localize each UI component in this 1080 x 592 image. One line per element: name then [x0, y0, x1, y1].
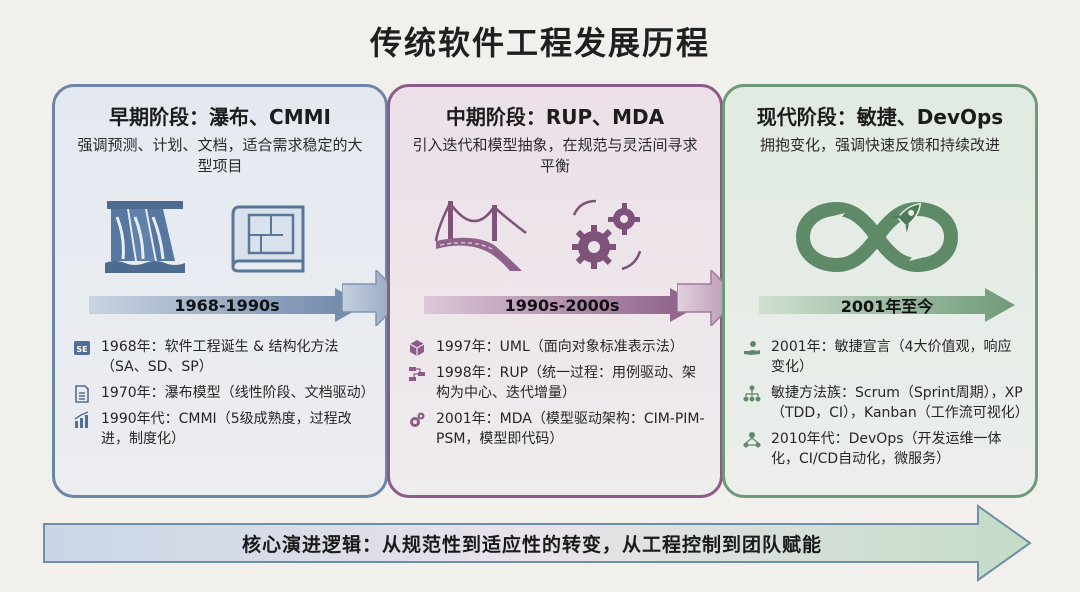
panel-description: 强调预测、计划、文档，适合需求稳定的大型项目 [77, 136, 363, 175]
network-icon [743, 432, 761, 448]
panel-mid: 中期阶段：RUP、MDA 引入迭代和模型抽象，在规范与灵活间寻求平衡 [387, 84, 723, 498]
core-logic-arrow-icon [43, 504, 1032, 582]
panel-description: 拥抱变化，强调快速反馈和持续改进 [759, 136, 1000, 154]
list-item: 2010年代：DevOps（开发运维一体化，CI/CD自动化，微服务） [741, 429, 1023, 469]
panel-title: 早期阶段：瀑布、CMMI [109, 105, 331, 129]
list-item: 2001年：MDA（模型驱动架构：CIM-PIM-PSM，模型即代码） [406, 409, 708, 449]
gears-icon [572, 199, 642, 271]
timeline-label: 2001年至今 [840, 297, 934, 316]
dam-icon [105, 201, 185, 273]
hand-icon [744, 341, 760, 355]
process-icon [409, 367, 425, 381]
panel-title: 中期阶段：RUP、MDA [445, 105, 665, 129]
bridge-icon [434, 201, 527, 271]
page-title: 传统软件工程发展历程 [369, 24, 710, 62]
hierarchy-icon [743, 385, 761, 402]
panel-description: 引入迭代和模型抽象，在规范与灵活间寻求平衡 [412, 136, 698, 175]
blueprint-icon [231, 205, 305, 273]
list-item: 2001年：敏捷宣言（4大价值观，响应变化） [741, 337, 1023, 377]
document-icon [75, 385, 89, 403]
panel-title: 现代阶段：敏捷、DevOps [756, 105, 1004, 129]
list-item: SE 1968年：软件工程诞生 & 结构化方法（SA、SD、SP） [71, 337, 373, 377]
panel-illustration [390, 195, 720, 275]
panel-illustration [55, 195, 385, 275]
cube-icon [409, 340, 425, 356]
timeline-label: 1968-1990s [174, 295, 280, 315]
bar-chart-icon [74, 411, 89, 428]
panel-illustration [725, 195, 1035, 275]
infinity-rocket-icon [795, 201, 959, 273]
svg-text:SE: SE [76, 345, 87, 354]
panel-modern: 现代阶段：敏捷、DevOps 拥抱变化，强调快速反馈和持续改进 2001年至今 … [722, 84, 1038, 498]
timeline-label: 1990s-2000s [504, 295, 620, 315]
list-item: 敏捷方法族：Scrum（Sprint周期），XP（TDD，CI），Kanban（… [741, 383, 1029, 423]
gear-icon [410, 412, 425, 427]
panel-early: 早期阶段：瀑布、CMMI 强调预测、计划、文档，适合需求稳定的大型项目 1968… [52, 84, 388, 498]
timeline-band: 2001年至今 [759, 288, 1015, 322]
list-item: 1997年：UML（面向对象标准表示法） [406, 337, 708, 357]
list-item: 1970年：瀑布模型（线性阶段、文档驱动） [71, 383, 375, 403]
core-logic-banner: 核心演进逻辑：从规范性到适应性的转变，从工程控制到团队赋能 [42, 504, 1032, 582]
list-item: 1998年：RUP（统一过程：用例驱动、架构为中心、迭代增量） [406, 363, 708, 403]
core-logic-text: 核心演进逻辑：从规范性到适应性的转变，从工程控制到团队赋能 [241, 533, 822, 556]
list-item: 1990年代：CMMI（5级成熟度，过程改进，制度化） [71, 409, 373, 449]
timeline-band: 1990s-2000s [424, 288, 700, 322]
se-badge-icon: SE [74, 341, 90, 355]
timeline-band: 1968-1990s [89, 288, 365, 322]
